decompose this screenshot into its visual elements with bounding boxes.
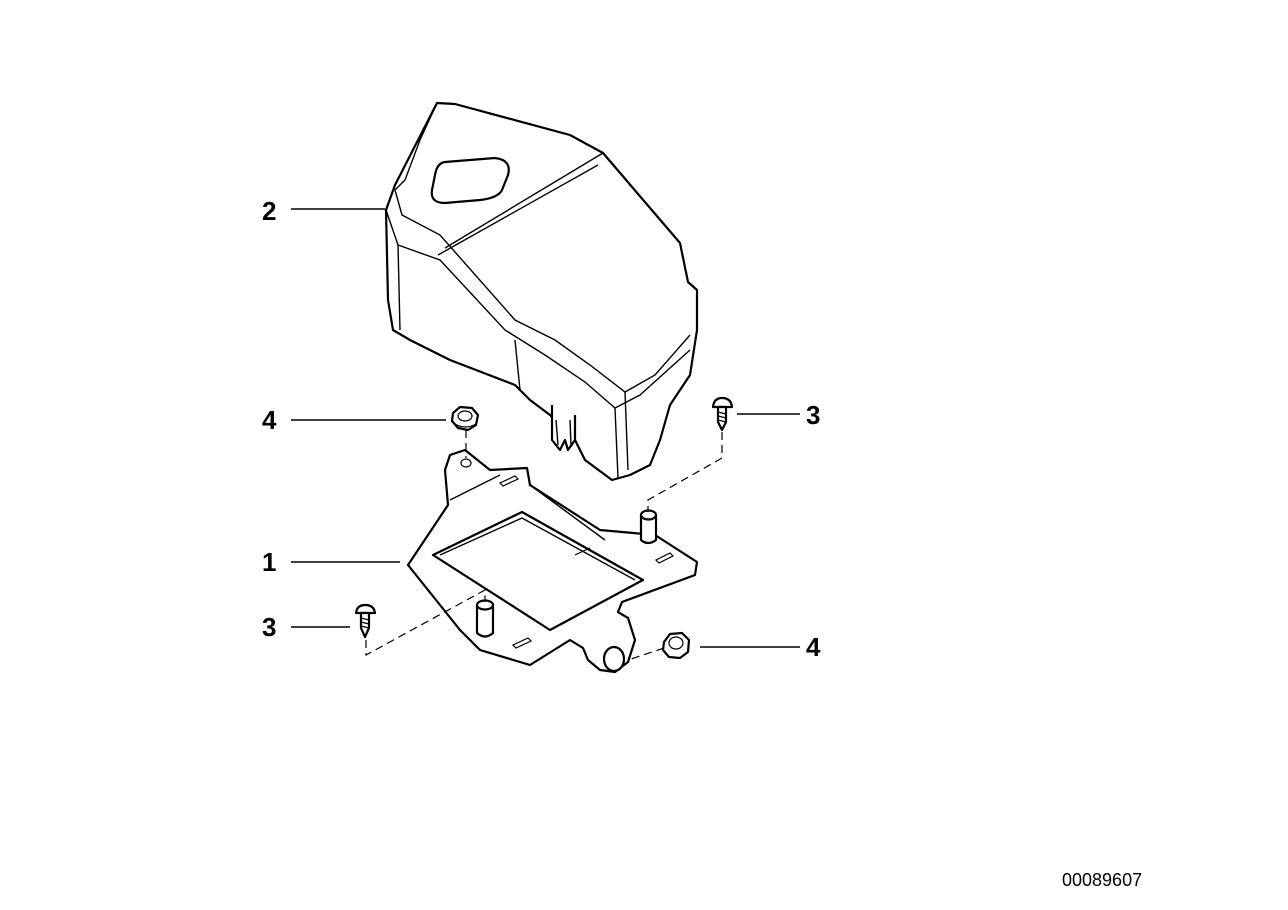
cover-part-2 — [384, 101, 699, 482]
callout-label-1: 1 — [262, 547, 276, 577]
nut-part-4-bottom — [661, 631, 691, 660]
screw-part-3-right — [711, 396, 734, 432]
callout-label-2: 2 — [262, 196, 276, 226]
leader-lines — [291, 208, 800, 648]
callout-label-3-left: 3 — [262, 612, 276, 642]
bracket-part-1 — [406, 448, 699, 674]
nut-part-4-top — [450, 405, 480, 432]
assembly-lines — [365, 430, 723, 661]
reference-number: 00089607 — [1062, 870, 1142, 890]
screw-part-3-left — [354, 603, 377, 639]
callout-label-3-right: 3 — [806, 400, 820, 430]
callout-label-4-top: 4 — [262, 405, 277, 435]
callout-label-4-bottom: 4 — [806, 632, 821, 662]
